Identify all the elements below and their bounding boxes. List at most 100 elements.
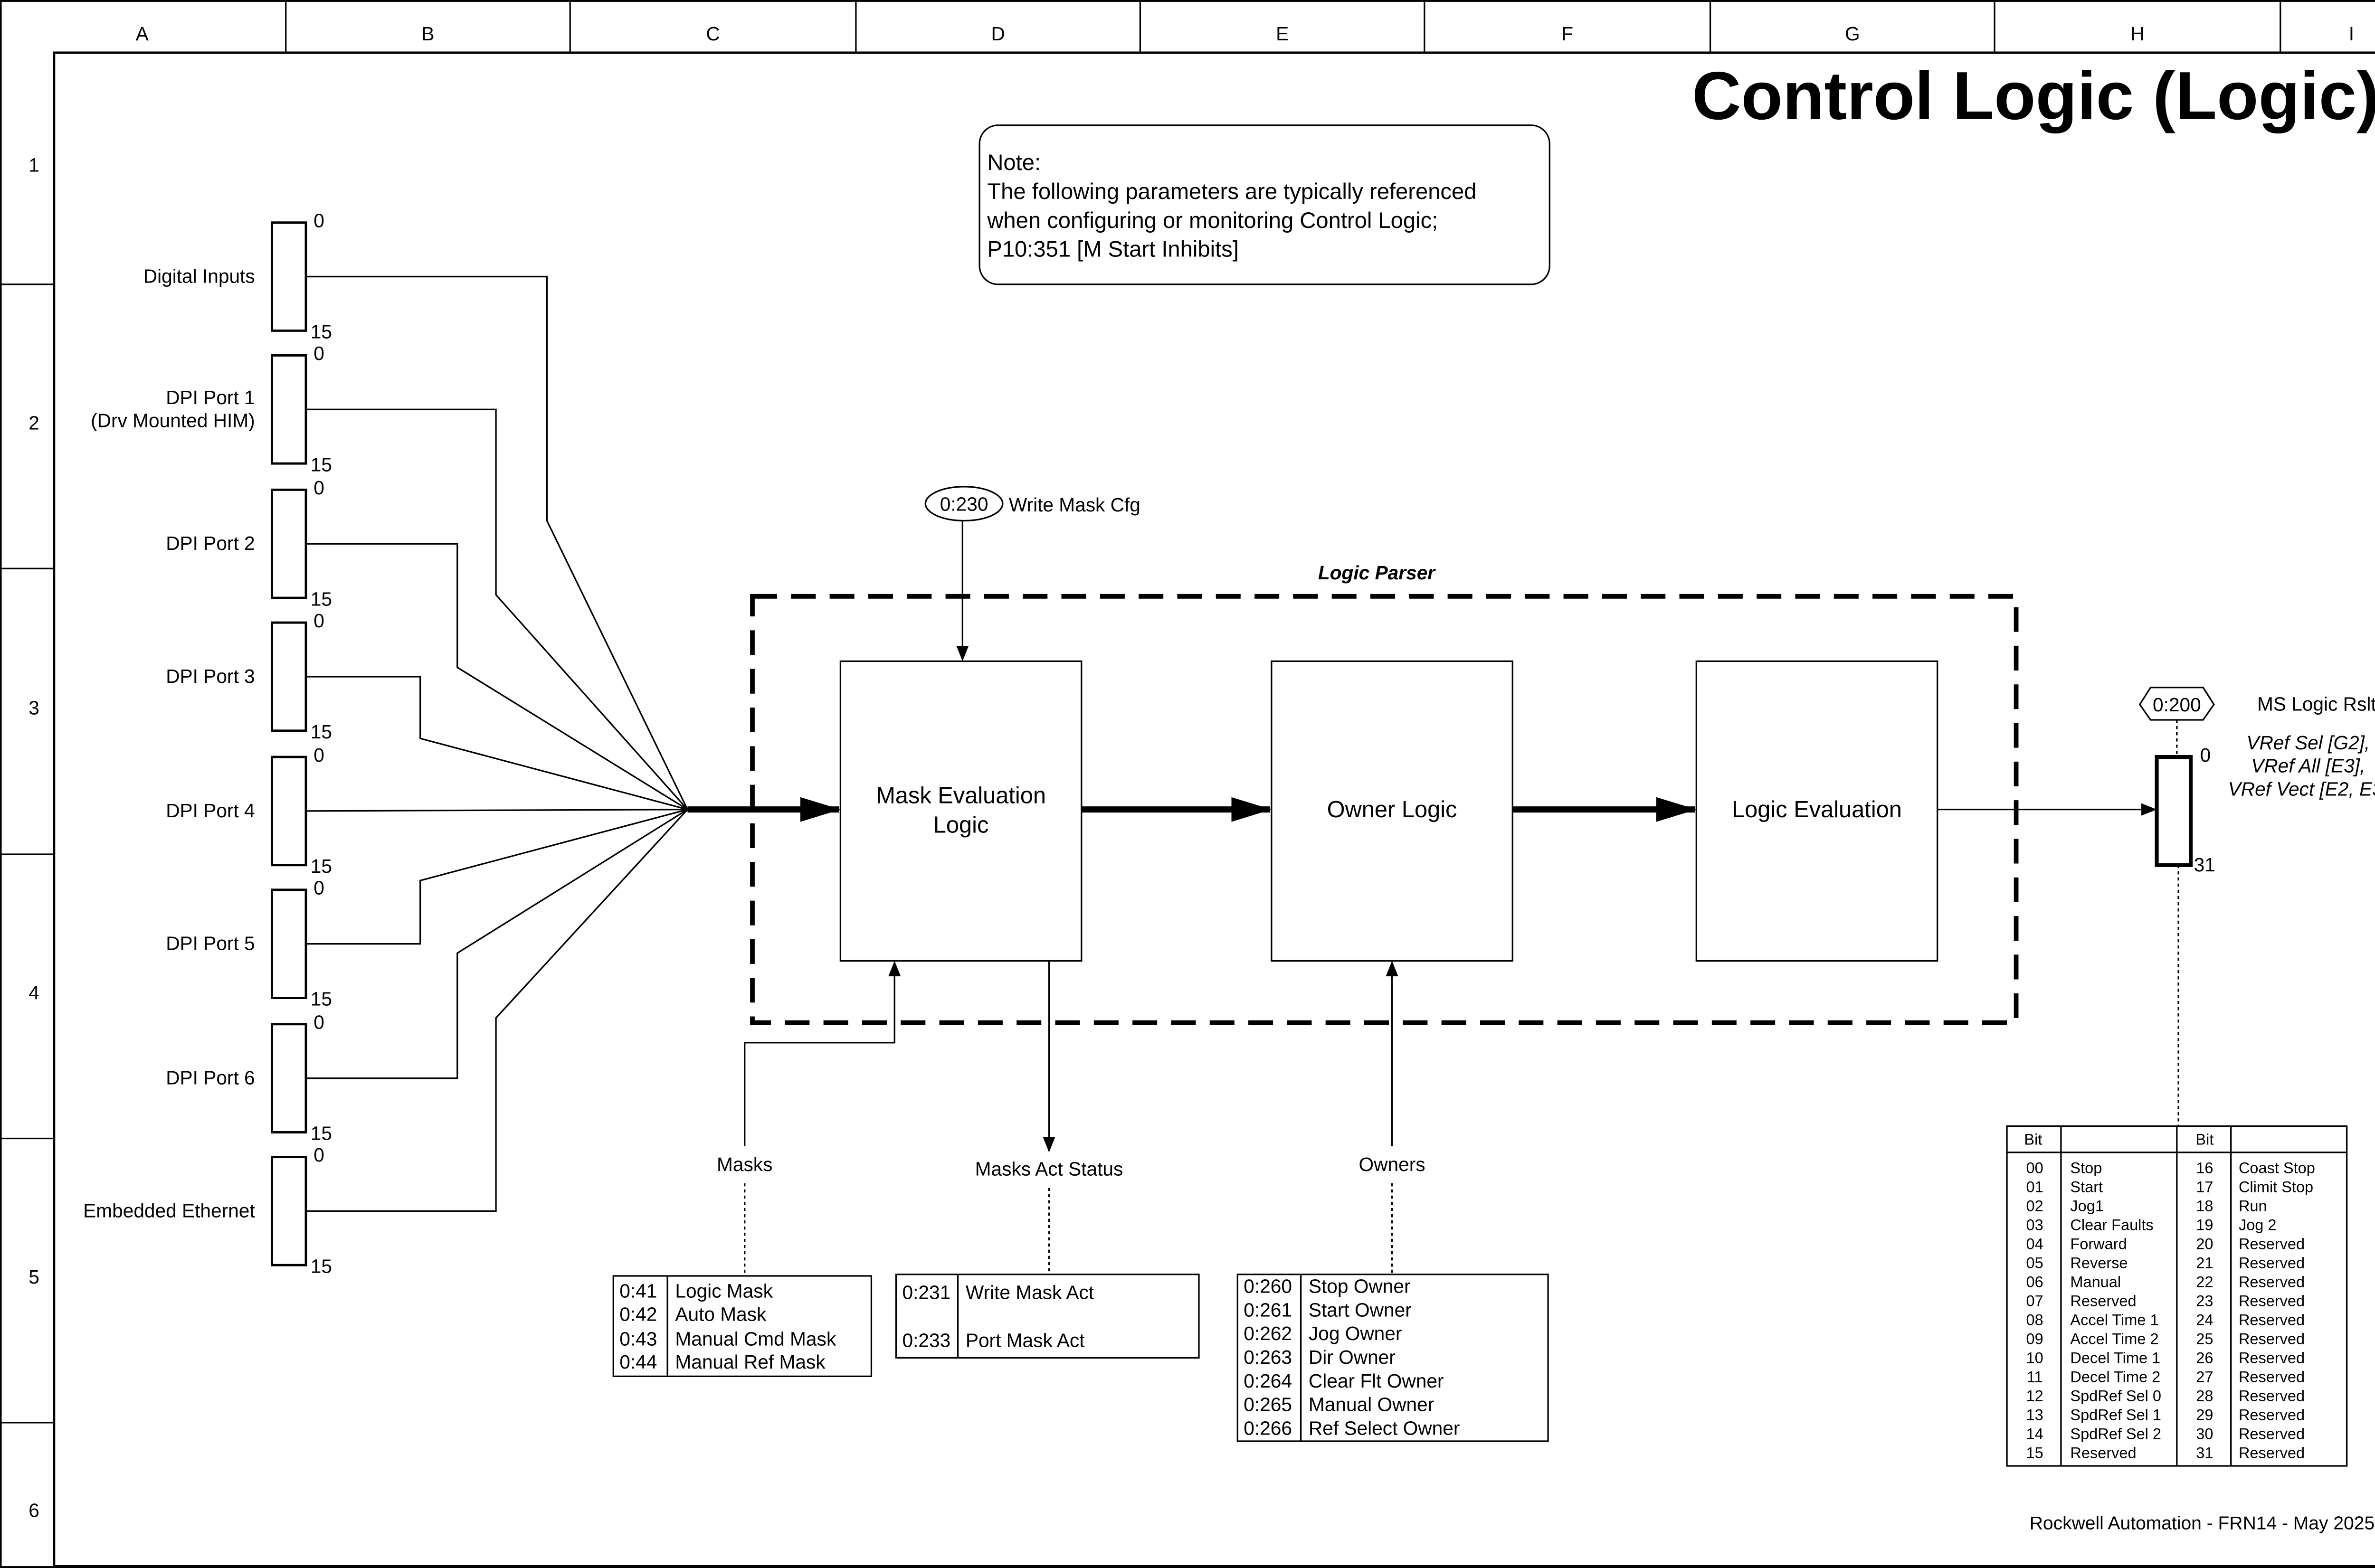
param-name: Port Mask Act xyxy=(966,1330,1085,1351)
input-wires xyxy=(305,275,688,1212)
svg-text:31: 31 xyxy=(2194,854,2215,876)
bit-number: 23 xyxy=(2196,1293,2213,1310)
bit-name: Manual xyxy=(2070,1274,2121,1291)
svg-text:Logic: Logic xyxy=(933,812,989,838)
bit-number: 09 xyxy=(2026,1331,2043,1348)
bit-number: 03 xyxy=(2026,1217,2043,1234)
input-label: DPI Port 5 xyxy=(166,933,255,954)
input-label: DPI Port 1 xyxy=(166,387,255,408)
bit-name: Accel Time 1 xyxy=(2070,1312,2158,1329)
param-name: Manual Owner xyxy=(1309,1394,1434,1416)
bit-first-label: 0 xyxy=(314,1144,324,1166)
row-label: 2 xyxy=(28,412,39,434)
param-name: Manual Cmd Mask xyxy=(675,1328,836,1350)
bit-row: 11 Decel Time 2 xyxy=(2027,1369,2160,1386)
bit-name: Reverse xyxy=(2070,1255,2128,1272)
mask-evaluation-logic-block: Mask Evaluation Logic xyxy=(839,660,1083,962)
svg-text:VRef Vect [E2, E3]: VRef Vect [E2, E3] xyxy=(2228,778,2375,800)
bit-name: Reserved xyxy=(2239,1407,2305,1424)
svg-text:0:200: 0:200 xyxy=(2153,694,2201,716)
bit-number: 22 xyxy=(2196,1274,2213,1291)
bit-row: 05 Reverse xyxy=(2026,1255,2128,1272)
bit-number: 18 xyxy=(2196,1198,2213,1215)
input-label: Digital Inputs xyxy=(143,265,255,287)
bit-number: 08 xyxy=(2026,1312,2043,1329)
bit-first-label: 0 xyxy=(314,744,324,766)
input-label: DPI Port 2 xyxy=(166,532,255,554)
bit-name: Reserved xyxy=(2239,1293,2305,1310)
bit-table-header: Bit xyxy=(2024,1131,2042,1148)
column-label: E xyxy=(1276,23,1289,45)
bit-number: 05 xyxy=(2026,1255,2043,1272)
input-wire xyxy=(306,543,688,811)
bit-name: Stop xyxy=(2070,1160,2102,1177)
row-label: 3 xyxy=(28,697,39,719)
footer-text: Rockwell Automation - FRN14 - May 2025 xyxy=(2030,1513,2375,1533)
bit-number: 06 xyxy=(2026,1274,2043,1291)
param-name: Clear Flt Owner xyxy=(1309,1370,1444,1392)
bit-name: Jog 2 xyxy=(2239,1217,2277,1234)
input-label: (Drv Mounted HIM) xyxy=(91,410,255,432)
svg-text:Masks: Masks xyxy=(717,1153,772,1175)
column-label: F xyxy=(1561,23,1573,45)
param-number: 0:262 xyxy=(1244,1322,1292,1344)
input-wire xyxy=(306,809,688,1212)
param-name: Ref Select Owner xyxy=(1309,1417,1460,1439)
bit-number: 25 xyxy=(2196,1331,2213,1348)
bit-name: Decel Time 2 xyxy=(2070,1369,2160,1386)
param-name: Write Mask Act xyxy=(966,1282,1094,1304)
input-label: DPI Port 4 xyxy=(166,800,255,822)
bit-number: 04 xyxy=(2026,1236,2043,1253)
bit-name: Reserved xyxy=(2239,1331,2305,1348)
param-number: 0:261 xyxy=(1244,1299,1292,1321)
input-wire xyxy=(306,676,688,811)
bit-number: 17 xyxy=(2196,1179,2213,1196)
bit-last-label: 15 xyxy=(311,988,332,1010)
bit-name: Coast Stop xyxy=(2239,1160,2315,1177)
bit-name: Clear Faults xyxy=(2070,1217,2153,1234)
param-number: 0:41 xyxy=(619,1280,657,1302)
bit-number: 13 xyxy=(2026,1407,2043,1424)
row-label: 4 xyxy=(28,982,39,1004)
bit-row: 27 Reserved xyxy=(2196,1369,2305,1386)
svg-text:Mask Evaluation: Mask Evaluation xyxy=(876,783,1046,809)
bit-first-label: 0 xyxy=(314,1011,324,1033)
note-line: Note: xyxy=(987,150,1041,175)
bit-name: Climit Stop xyxy=(2239,1179,2313,1196)
bit-name: SpdRef Sel 1 xyxy=(2070,1407,2161,1424)
bit-name: Reserved xyxy=(2239,1369,2305,1386)
bit-name: Reserved xyxy=(2239,1312,2305,1329)
bit-first-label: 0 xyxy=(314,342,324,364)
param-table-border xyxy=(612,1275,873,1377)
bit-number: 00 xyxy=(2026,1160,2043,1177)
row-label: 6 xyxy=(28,1499,39,1521)
bit-number: 27 xyxy=(2196,1369,2213,1386)
bit-number: 11 xyxy=(2027,1369,2043,1386)
svg-text:0: 0 xyxy=(2200,744,2211,766)
bit-number: 31 xyxy=(2196,1445,2213,1462)
bit-name: Decel Time 1 xyxy=(2070,1350,2160,1367)
bit-last-label: 15 xyxy=(311,588,332,610)
logic-parser-title: Logic Parser xyxy=(1318,562,1436,584)
bit-first-label: 0 xyxy=(314,877,324,899)
